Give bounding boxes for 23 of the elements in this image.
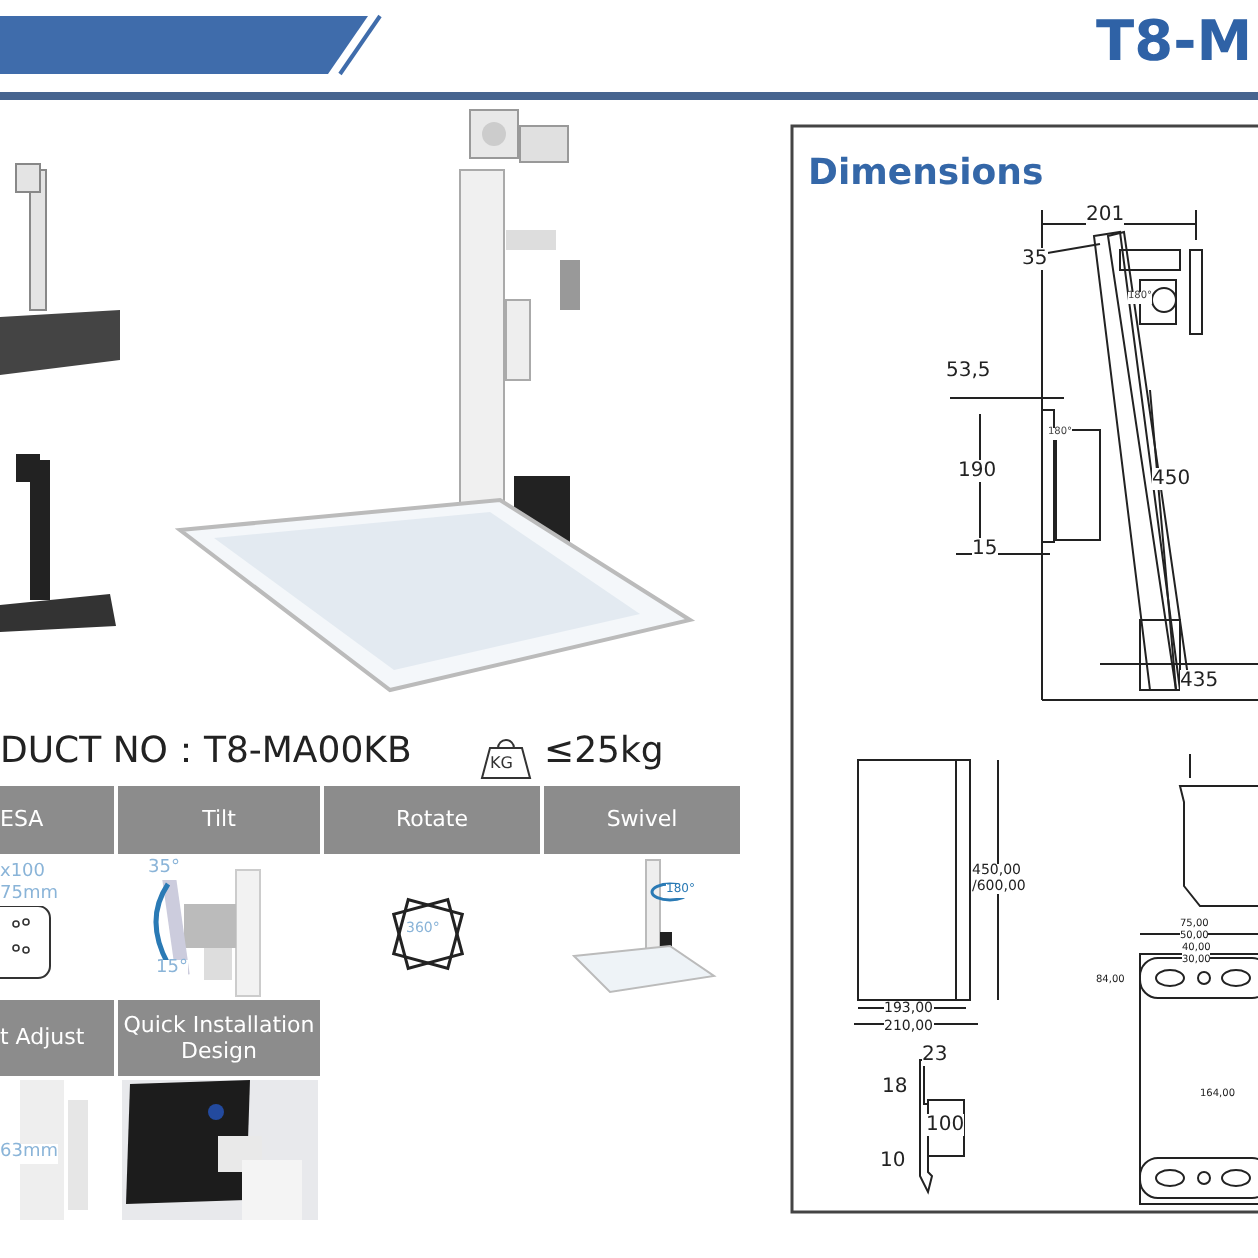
load-capacity: ≤25kg (544, 732, 664, 772)
dimension-label: 190 (958, 460, 997, 482)
column-heading: Quick Installation Design (121, 1011, 317, 1065)
dimension-label: 23 (922, 1044, 948, 1066)
dimension-label: 100 (926, 1114, 965, 1136)
dimension-label: 10 (880, 1150, 906, 1172)
column-heading: Rotate (395, 806, 468, 834)
dimension-label: 15 (972, 538, 998, 560)
column-heading: t Adjust (0, 1024, 85, 1052)
dimension-label: 18 (882, 1076, 908, 1098)
column-heading: Swivel (606, 806, 678, 834)
height-label: 63mm (0, 1144, 58, 1164)
dimension-label: 201 (1086, 204, 1125, 226)
angle-label: 35° (148, 860, 180, 880)
dimension-label: 450 (1152, 468, 1191, 490)
weight-unit: KG (490, 756, 513, 774)
angle-label: 15° (156, 960, 188, 980)
dimension-label: 35 (1022, 248, 1048, 270)
vesa-size: 75mm (0, 886, 58, 906)
column-heading: Tilt (202, 806, 236, 834)
dimension-label: 435 (1180, 670, 1219, 692)
column-heading: ESA (0, 806, 44, 834)
dimension-label: 53,5 (946, 360, 991, 382)
